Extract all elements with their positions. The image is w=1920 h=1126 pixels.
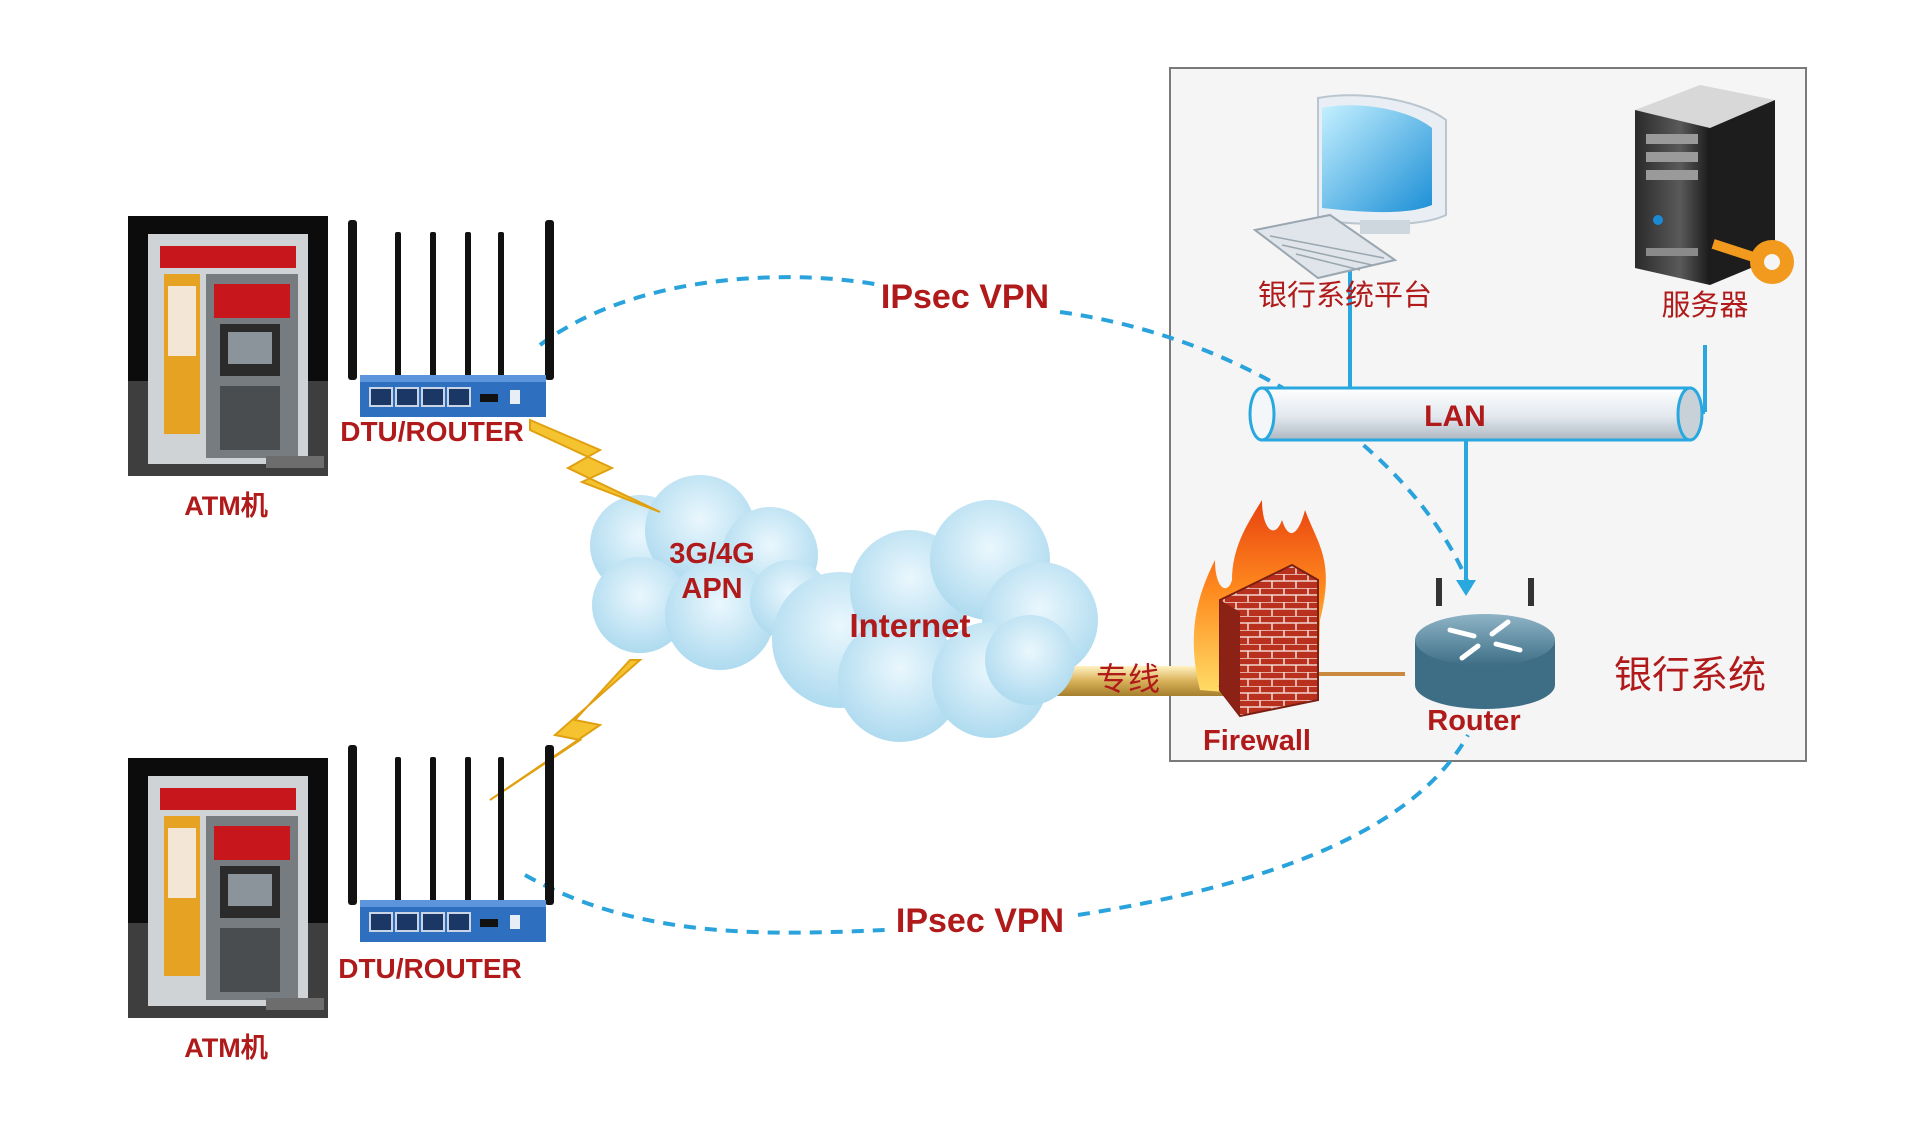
internet-label: Internet (849, 607, 970, 644)
apn-label-line1: 3G/4G (669, 538, 754, 570)
vpn-tunnel-bottom (524, 734, 1470, 935)
server-label: 服务器 (1661, 288, 1748, 322)
dtu-bottom-label: DTU/ROUTER (338, 953, 522, 984)
leased-line-label: 专线 (1096, 660, 1160, 698)
lightning-bottom-icon (489, 659, 643, 801)
vpn-top-label: IPsec VPN (881, 278, 1049, 316)
lightning-top-icon (529, 418, 661, 513)
dtu-top-label: DTU/ROUTER (340, 416, 524, 447)
lan-bus-icon (1248, 386, 1704, 442)
dtu-router-bottom-icon (347, 744, 555, 943)
platform-label: 银行系统平台 (1258, 278, 1432, 312)
server-icon (1635, 85, 1794, 285)
apn-cloud-icon (590, 475, 830, 670)
router-icon (1415, 578, 1555, 709)
atm-bottom-icon (128, 758, 328, 1018)
atm-bottom-label: ATM机 (184, 1033, 267, 1063)
dtu-router-top-icon (347, 219, 555, 418)
lan-label: LAN (1424, 400, 1486, 433)
internet-cloud-icon (772, 500, 1098, 742)
lan-arrow-icon (1456, 580, 1476, 596)
computer-icon (1252, 94, 1447, 280)
firewall-icon (1193, 500, 1326, 718)
atm-top-icon (128, 216, 328, 476)
vpn-bottom-label: IPsec VPN (896, 902, 1064, 940)
firewall-label: Firewall (1203, 725, 1311, 757)
bank-system-label: 银行系统 (1614, 653, 1766, 697)
apn-label-line2: APN (681, 573, 742, 605)
router-label: Router (1427, 705, 1520, 737)
atm-top-label: ATM机 (184, 491, 267, 521)
